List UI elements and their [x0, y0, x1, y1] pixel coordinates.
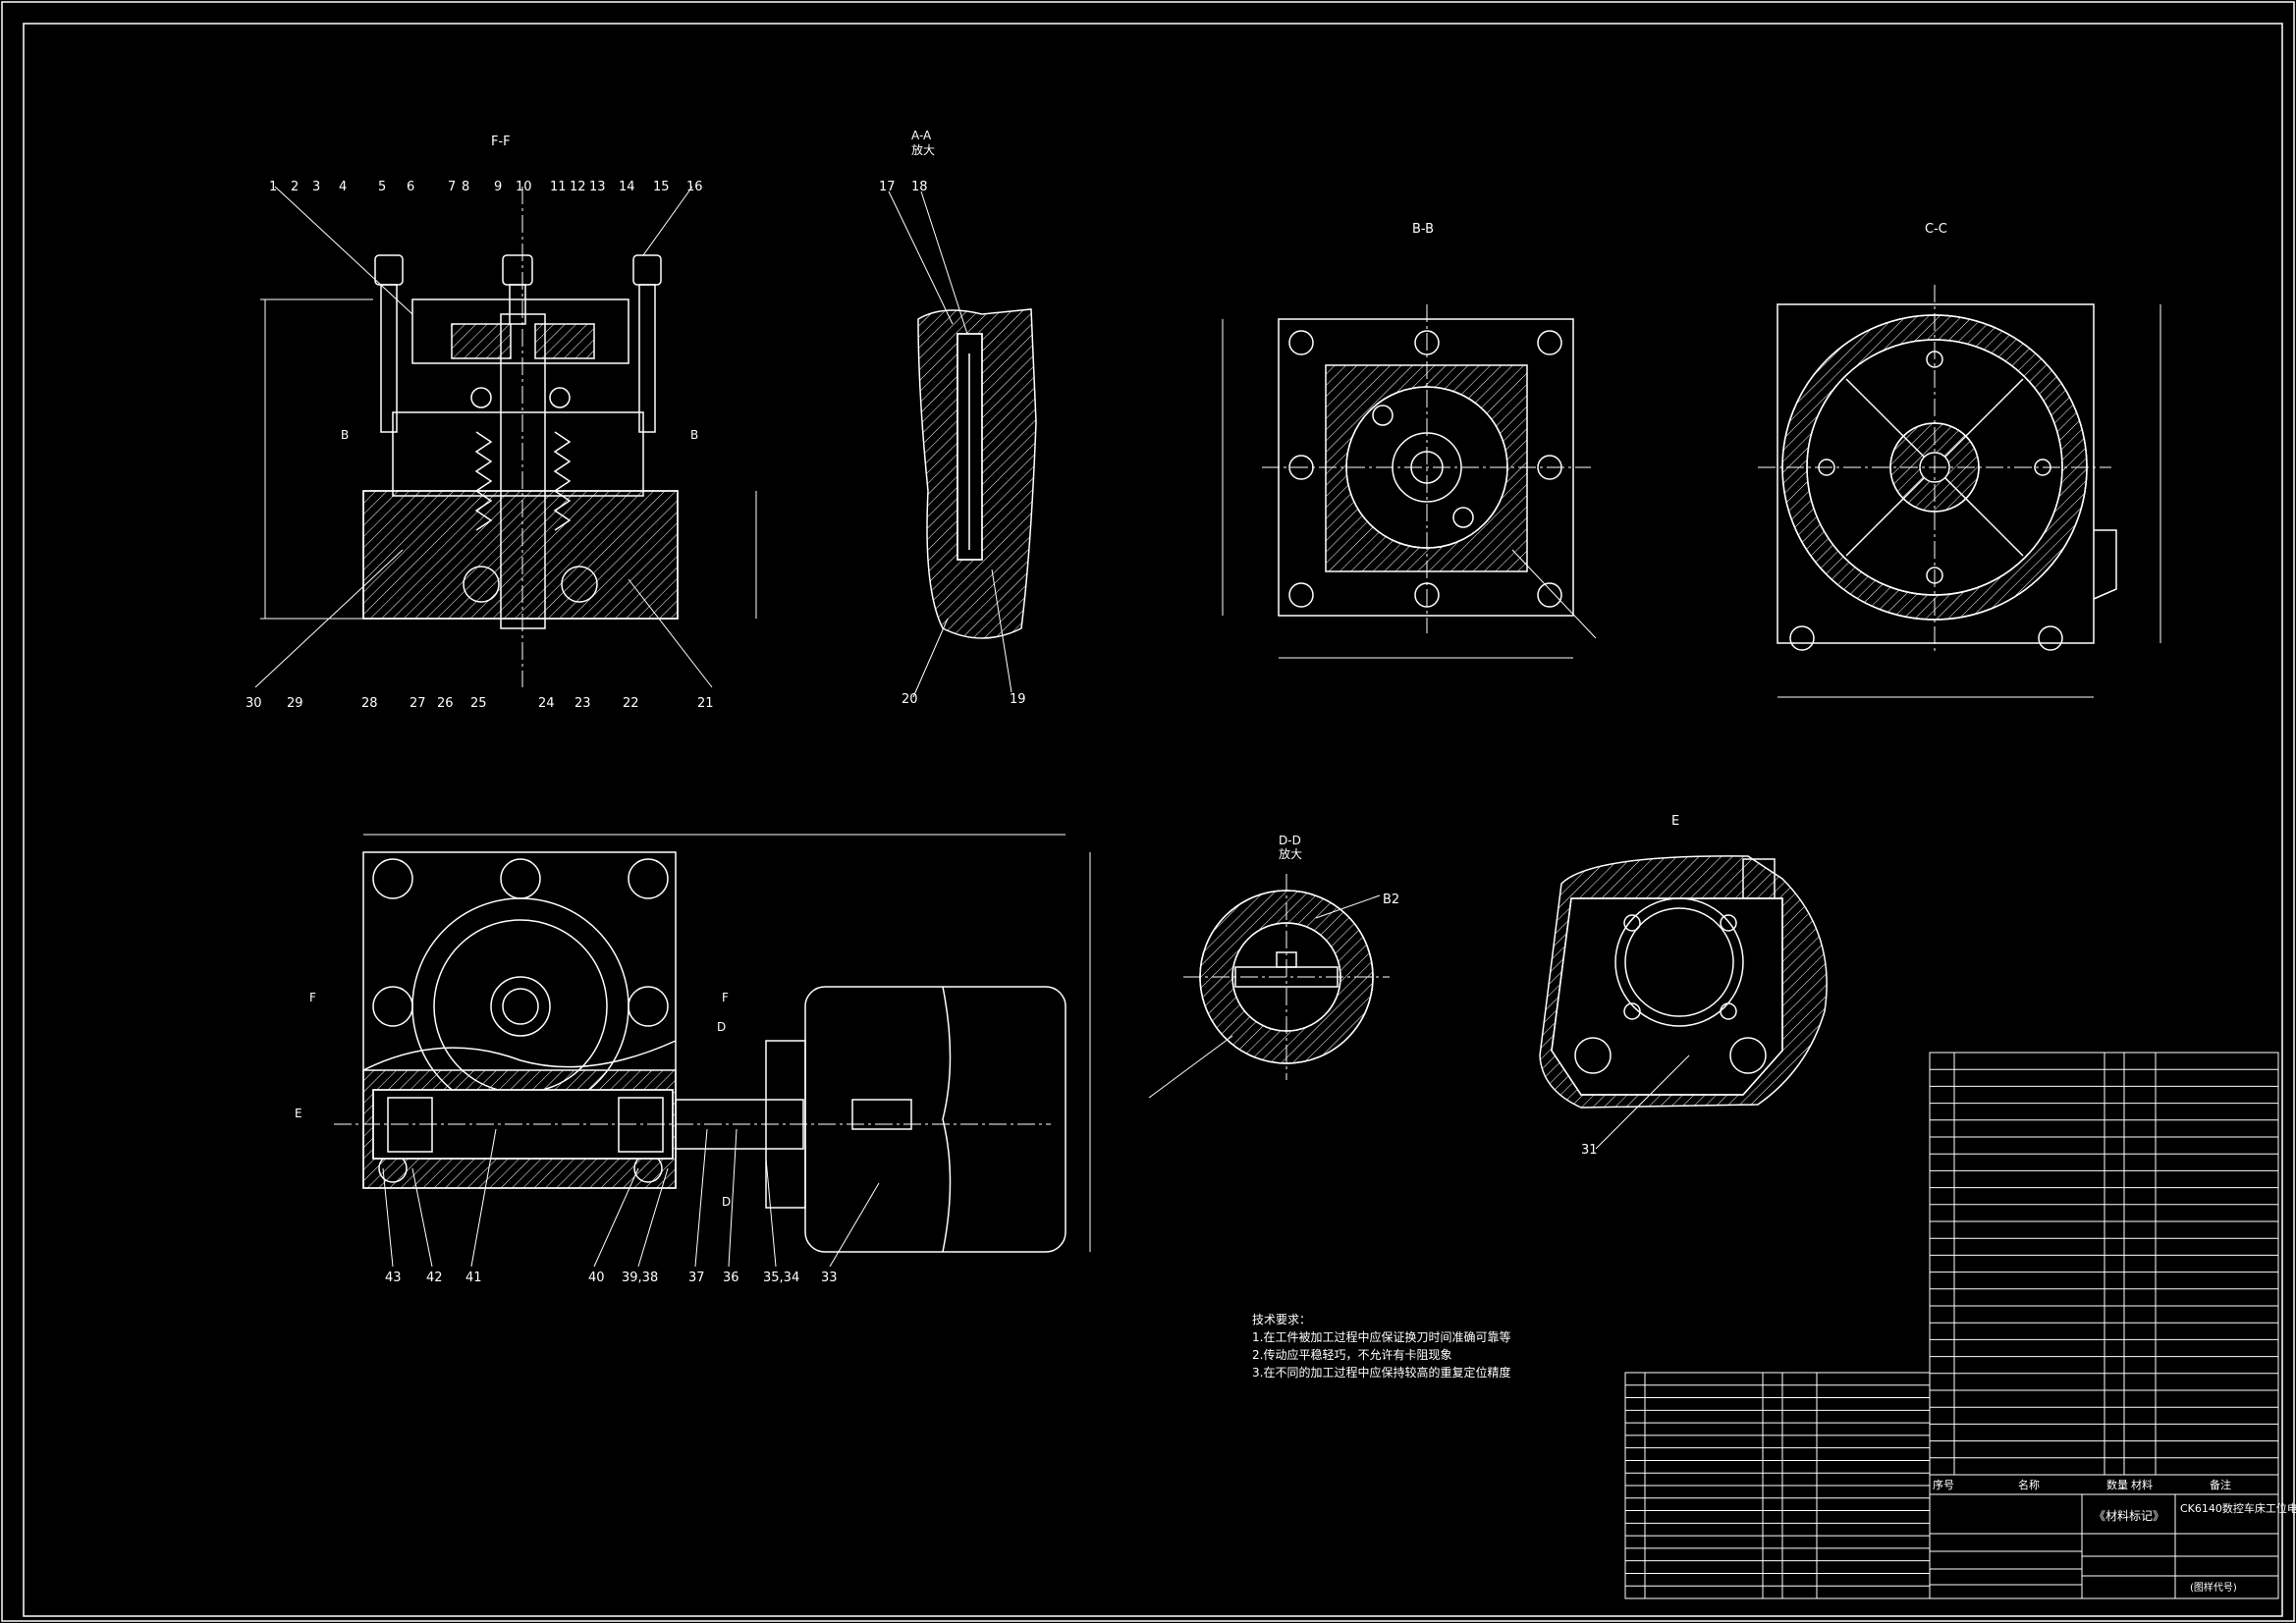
plan-num-39-38: 39,38: [622, 1271, 658, 1285]
n31-label: 31: [1581, 1143, 1598, 1158]
plan-view: [334, 834, 1091, 1268]
ff-num-15: 15: [653, 180, 670, 194]
ff-top-number-labels: 1 2 3 4 5 6 7 8 9 10 11 12 13 14 15 16: [269, 180, 703, 194]
title-material: 《材料标记》: [2094, 1509, 2164, 1523]
inner-frame: [23, 23, 2283, 1617]
bom-header-labels: 序号 名称 数量 材料 备注: [1933, 1478, 2231, 1491]
e-view-mark: E: [295, 1107, 302, 1120]
d-section-mark-top: D: [717, 1020, 726, 1034]
ff-view-title: F-F: [491, 135, 511, 149]
ff-num-10: 10: [516, 180, 532, 194]
ff-num-3: 3: [312, 180, 320, 194]
bom-header-remark: 备注: [2210, 1478, 2231, 1491]
bom-header-index: 序号: [1933, 1478, 1954, 1491]
ff-num-30: 30: [246, 696, 262, 711]
dd-view-subtitle: 放大: [1279, 846, 1302, 861]
plan-num-35-34: 35,34: [763, 1271, 799, 1285]
ff-num-16: 16: [686, 180, 703, 194]
ff-num-5: 5: [378, 180, 386, 194]
bom-right-table: [1929, 1052, 2279, 1476]
title-drawing-code: (图样代号): [2190, 1581, 2237, 1594]
plan-num-41: 41: [465, 1271, 482, 1285]
b2-label: B2: [1383, 893, 1399, 907]
plan-num-36: 36: [723, 1271, 739, 1285]
ff-num-22: 22: [623, 696, 639, 711]
bom-header-material: 材料: [2131, 1478, 2153, 1491]
ff-num-8: 8: [462, 180, 469, 194]
plan-number-labels: 43 42 41 40 39,38 37 36 35,34 33: [385, 1271, 838, 1285]
aa-num-18: 18: [911, 180, 928, 194]
ff-num-24: 24: [538, 696, 555, 711]
bom-left-rows: [1625, 1384, 1930, 1587]
cc-view-title: C-C: [1925, 222, 1947, 237]
ff-num-11: 11: [550, 180, 567, 194]
b-section-mark-right: B: [690, 428, 698, 442]
bom-right-rows: [1930, 1068, 2278, 1459]
aa-num-20: 20: [902, 692, 918, 707]
requirement-item-3: 3.在不同的加工过程中应保持较高的重复定位精度: [1252, 1366, 1511, 1380]
aa-num-19: 19: [1010, 692, 1026, 707]
f-section-mark-right: F: [722, 991, 729, 1004]
bom-header-qty: 数量: [2106, 1479, 2128, 1491]
plan-num-43: 43: [385, 1271, 402, 1285]
cc-view: C-C: [1758, 222, 2161, 698]
ff-num-26: 26: [437, 696, 454, 711]
ff-num-2: 2: [291, 180, 299, 194]
ff-section-view: F-F: [254, 135, 757, 688]
d-section-mark-bottom: D: [722, 1195, 731, 1209]
ff-num-27: 27: [410, 696, 426, 711]
ff-num-14: 14: [619, 180, 635, 194]
bb-view-title: B-B: [1412, 222, 1434, 237]
ff-num-6: 6: [407, 180, 414, 194]
dd-detail-view: D-D 放大: [1148, 834, 1390, 1099]
technical-requirements: 技术要求： 1.在工件被加工过程中应保证换刀时间准确可靠等 2.传动应平稳轻巧，…: [1252, 1311, 1510, 1381]
ff-num-4: 4: [339, 180, 347, 194]
ff-num-25: 25: [470, 696, 487, 711]
f-section-mark-left: F: [309, 991, 316, 1004]
ff-num-29: 29: [287, 696, 303, 711]
aa-num-17: 17: [879, 180, 896, 194]
ff-num-21: 21: [697, 696, 714, 711]
aa-detail-view: A-A 放大: [888, 129, 1037, 698]
ff-num-7: 7: [448, 180, 456, 194]
ff-bottom-number-labels: 30 29 28 27 26 25 24 23 22 21: [246, 696, 714, 711]
ff-num-12: 12: [570, 180, 586, 194]
ff-num-13: 13: [589, 180, 606, 194]
plan-num-40: 40: [588, 1271, 605, 1285]
aa-view-title: A-A: [911, 129, 932, 142]
requirements-title: 技术要求：: [1252, 1313, 1312, 1326]
title-drawing-name: CK6140数控车床工位电动刀架: [2180, 1501, 2296, 1515]
plan-num-37: 37: [688, 1271, 705, 1285]
title-block: [1929, 1493, 2279, 1599]
bom-header-name: 名称: [2018, 1478, 2040, 1491]
b-section-mark-left: B: [341, 428, 349, 442]
ff-num-28: 28: [361, 696, 378, 711]
plan-num-33: 33: [821, 1271, 838, 1285]
e-view: E: [1539, 814, 1828, 1150]
aa-view-subtitle: 放大: [911, 142, 935, 157]
ff-num-1: 1: [269, 180, 277, 194]
ff-num-9: 9: [494, 180, 502, 194]
e-view-title: E: [1671, 814, 1679, 829]
plan-num-42: 42: [426, 1271, 443, 1285]
requirement-item-1: 1.在工件被加工过程中应保证换刀时间准确可靠等: [1252, 1330, 1511, 1344]
ff-num-23: 23: [574, 696, 591, 711]
dd-view-title: D-D: [1279, 834, 1301, 847]
bb-view: B-B: [1222, 222, 1597, 659]
requirement-item-2: 2.传动应平稳轻巧，不允许有卡阻现象: [1252, 1348, 1452, 1362]
aa-number-labels: 17 18 20 19: [879, 180, 1026, 707]
